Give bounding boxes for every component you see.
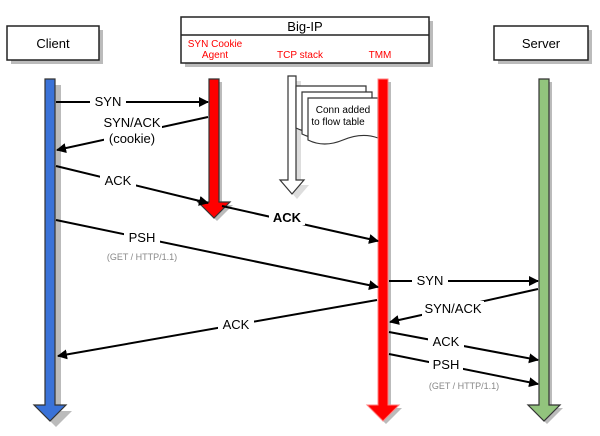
note-line-2: to flow table [311,117,365,128]
syn-cookie-agent-label-2: Agent [202,50,228,61]
message-label: ACK [433,334,460,349]
tcp-stack-label: TCP stack [277,50,324,61]
message-sublabel: (GET / HTTP/1.1) [429,381,499,391]
client-label: Client [36,36,70,51]
message-label: SYN [417,273,444,288]
note-line-1: Conn added [316,105,371,116]
server-label: Server [522,36,561,51]
client-lifeline [32,78,72,427]
message-label: SYN [95,94,122,109]
client-box [6,25,100,61]
message-label: PSH [433,357,460,372]
client-participant: Client [6,25,103,64]
message-label: ACK [273,210,302,225]
message-label: ACK [105,173,132,188]
server-lifeline [526,78,563,424]
message-label: PSH [129,230,156,245]
message-sublabel: (cookie) [109,131,155,146]
server-participant: Server [493,25,592,64]
tmm-lifeline [365,78,402,424]
bigip-box [180,16,430,64]
tmm-label: TMM [369,50,392,61]
message-sublabel: (GET / HTTP/1.1) [107,252,177,262]
syn-cookie-agent-lifeline [196,78,233,221]
bigip-participant: Big-IP SYN Cookie Agent TCP stack TMM [180,16,433,67]
message-labels: SYN SYN/ACK (cookie) ACK ACK PSH (GET / … [90,93,499,391]
message-label: ACK [223,317,250,332]
bigip-label: Big-IP [287,19,322,34]
flow-table-note: Conn added to flow table [295,85,379,145]
message-arrow [55,219,379,291]
message-label: SYN/ACK [424,301,481,316]
message-label: SYN/ACK [103,115,160,130]
syn-cookie-agent-label-1: SYN Cookie [188,39,243,50]
message-arrow [57,299,378,360]
server-box [493,25,589,61]
message-arrow [388,353,539,388]
